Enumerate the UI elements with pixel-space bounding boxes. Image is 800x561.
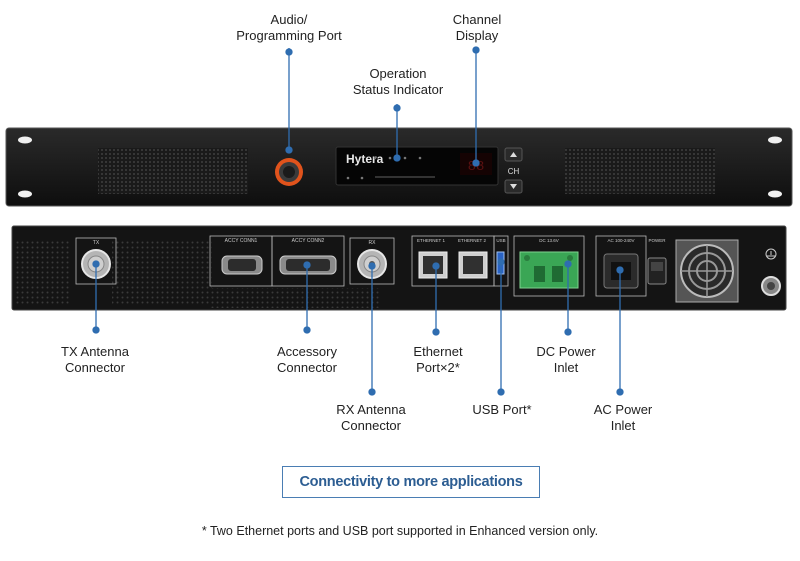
connectivity-banner: Connectivity to more applications <box>282 466 540 498</box>
label-usb: USB Port* <box>472 402 532 417</box>
rear-panel: TX ACCY CONN1 ACCY CONN2 RX ET <box>11 225 787 311</box>
callout-operation-status <box>393 104 401 162</box>
front-vent-left <box>98 148 248 194</box>
front-vent-right <box>565 148 715 194</box>
brand-logo: Hytera <box>346 152 384 166</box>
callout-dc-power <box>564 260 572 336</box>
callout-ethernet <box>432 262 440 336</box>
svg-text:POWER: POWER <box>648 238 666 243</box>
fan-grille <box>675 239 739 303</box>
svg-text:ETHERNET 1: ETHERNET 1 <box>417 238 445 243</box>
callout-rx-antenna <box>368 262 376 396</box>
callout-tx-antenna <box>92 260 100 334</box>
svg-text:88: 88 <box>468 159 485 175</box>
callout-channel-display <box>472 46 480 167</box>
status-led-row <box>346 156 435 180</box>
rack-hole <box>18 136 32 144</box>
callout-ac-power <box>616 266 624 396</box>
label-dc-power: DC Power Inlet <box>536 344 596 375</box>
svg-text:TX: TX <box>93 240 100 246</box>
ch-label: CH <box>508 167 520 176</box>
label-tx-antenna: TX Antenna Connector <box>61 344 129 375</box>
power-switch: POWER <box>647 238 667 285</box>
label-audio-port: Audio/ Programming Port <box>236 12 342 43</box>
accessory-connectors: ACCY CONN1 ACCY CONN2 <box>209 235 345 287</box>
audio-programming-port <box>275 158 303 186</box>
rack-hole <box>18 190 32 198</box>
ethernet-ports: ETHERNET 1 ETHERNET 2 <box>411 235 495 287</box>
svg-text:ACCY CONN2: ACCY CONN2 <box>292 238 325 244</box>
display-module <box>335 146 499 186</box>
callout-usb <box>497 258 505 396</box>
label-ac-power: AC Power Inlet <box>593 402 653 433</box>
label-accessory: Accessory Connector <box>277 344 337 375</box>
label-operation-status: Operation Status Indicator <box>352 66 444 97</box>
callout-accessory <box>303 261 311 334</box>
rear-vent-low <box>210 288 380 308</box>
svg-text:ETHERNET 2: ETHERNET 2 <box>458 238 486 243</box>
label-channel-display: Channel Display <box>452 12 502 43</box>
label-ethernet: Ethernet Port×2* <box>413 344 463 375</box>
front-panel: Hytera 88 CH <box>5 127 793 207</box>
channel-buttons: CH <box>504 147 523 194</box>
svg-text:USB: USB <box>496 238 505 243</box>
callout-audio-port <box>285 48 293 154</box>
rear-vent-mid <box>112 240 212 306</box>
svg-text:RX: RX <box>369 240 377 246</box>
svg-text:AC 100-240V: AC 100-240V <box>607 238 634 243</box>
ground-terminal <box>761 248 781 296</box>
rack-hole <box>768 190 782 198</box>
rack-hole <box>768 136 782 144</box>
footnote: * Two Ethernet ports and USB port suppor… <box>201 524 599 538</box>
svg-text:DC 13.6V: DC 13.6V <box>539 238 559 243</box>
label-rx-antenna: RX Antenna Connector <box>336 402 406 433</box>
rear-vent-left <box>14 240 70 306</box>
svg-text:ACCY CONN1: ACCY CONN1 <box>225 238 258 244</box>
